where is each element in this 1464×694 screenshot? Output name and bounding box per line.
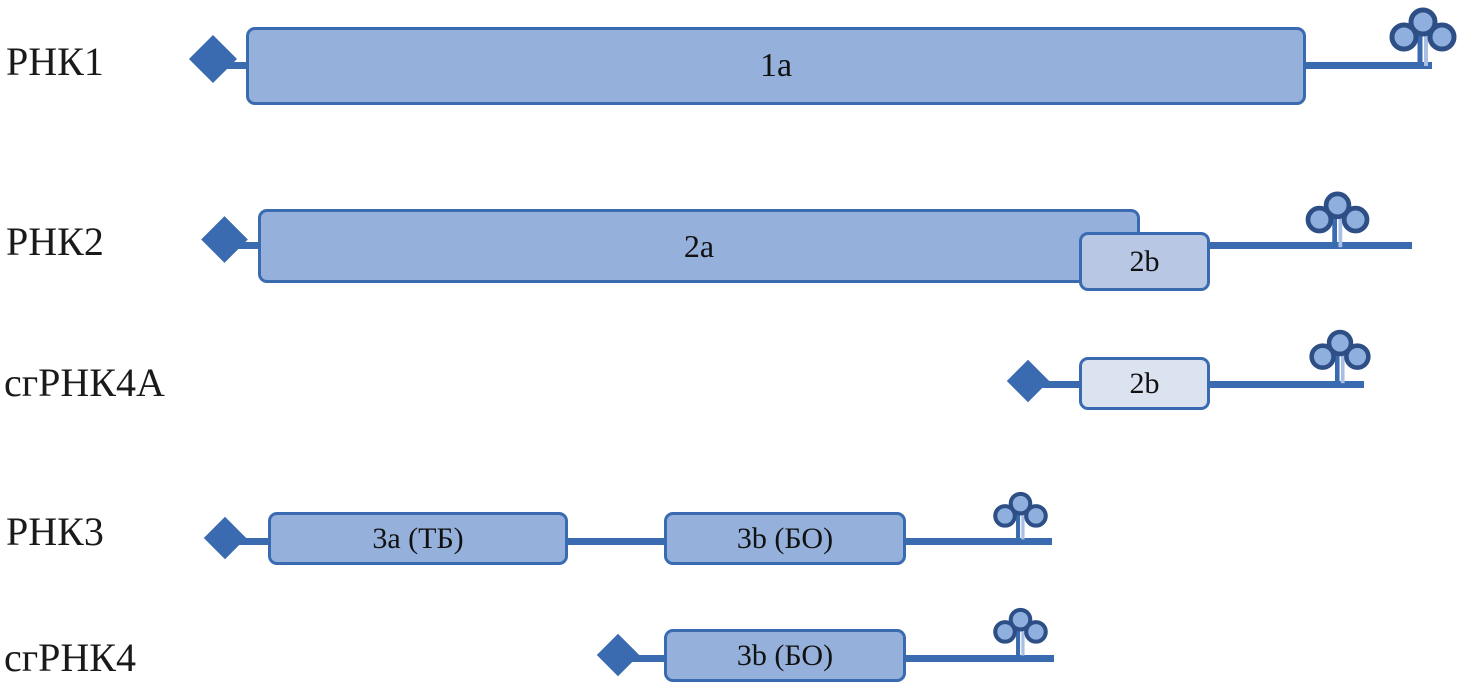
clover-leaf-icon [1389,7,1457,66]
row-label-rna1: РНК1 [6,39,104,84]
rna-strand-rna3 [232,538,1052,545]
cap-5prime-diamond-icon-rna3 [203,516,247,560]
cap-5prime-diamond-icon-rna2 [201,216,248,263]
row-label-rna2: РНК2 [6,219,104,264]
cap-5prime-diamond-icon-sgrna4a [1006,359,1050,403]
orf-box-rna2-0: 2a [258,209,1140,283]
end-3prime-rna2 [1304,191,1371,251]
cap-5prime-diamond-icon-rna1 [188,34,238,84]
cap-5prime-diamond-icon-sgrna4 [596,633,640,677]
orf-box-sgrna4-0: 3b (БО) [664,629,906,682]
orf-box-rna1-0: 1a [246,27,1306,105]
row-label-rna3: РНК3 [6,509,104,554]
orf-box-rna2-1: 2b [1079,232,1210,291]
row-label-sgrna4a: сгРНК4А [4,360,165,405]
end-3prime-rna1 [1388,7,1458,70]
orf-box-sgrna4a-0: 2b [1079,357,1210,410]
clover-leaf-icon [1305,191,1370,248]
clover-leaf-icon [993,491,1048,540]
orf-box-rna3-0: 3a (ТБ) [268,512,568,565]
row-label-sgrna4: сгРНК4 [4,635,136,680]
end-3prime-rna3 [992,491,1049,543]
clover-leaf-icon [993,607,1048,656]
end-3prime-sgrna4 [992,607,1049,659]
clover-leaf-icon [1309,329,1371,384]
end-3prime-sgrna4a [1308,329,1372,387]
orf-box-rna3-1: 3b (БО) [664,512,906,565]
